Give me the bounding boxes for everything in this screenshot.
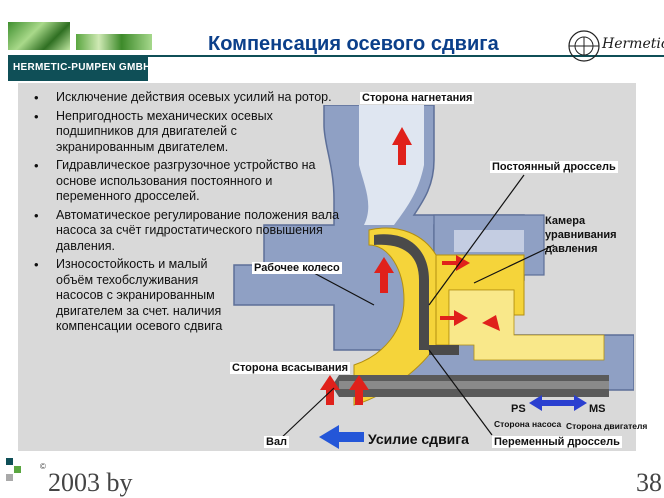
label-constant-throttle: Постоянный дроссель	[490, 161, 618, 173]
cover-inner	[454, 230, 524, 252]
footer-square	[14, 466, 21, 473]
bullet-item: Автоматическое регулирование положения в…	[32, 208, 352, 255]
leader-impeller	[313, 272, 375, 306]
flow-arrow-suction-2	[349, 375, 369, 405]
label-ms: MS	[589, 403, 606, 415]
footer-square	[6, 458, 13, 465]
page-number: 38	[636, 468, 662, 497]
bullet-item: Исключение действия осевых усилий на рот…	[32, 90, 362, 106]
thrust-arrow-icon	[319, 425, 364, 449]
footer-copyright: ©	[40, 462, 46, 471]
flow-arrow-up	[392, 127, 412, 165]
leader-constant-throttle	[428, 174, 525, 306]
impeller-shroud	[374, 234, 429, 350]
page-title: Компенсация осевого сдвига	[208, 33, 499, 55]
leader-pressure-chamber	[473, 244, 555, 284]
label-pump-side: Сторона насоса	[494, 419, 562, 429]
brand-bar	[8, 55, 148, 81]
flow-arrow-gap-2	[440, 310, 468, 326]
header-rule	[148, 55, 664, 57]
ps-ms-arrow	[529, 395, 587, 411]
flow-arrow-impeller	[374, 257, 394, 293]
label-thrust-force: Усилие сдвига	[368, 431, 469, 447]
bullet-item: Износостойкость и малый объём техобслужи…	[32, 257, 232, 335]
fluid-impeller	[353, 227, 437, 406]
leader-shaft	[278, 387, 335, 441]
bullet-item: Непригодность механических осевых подшип…	[32, 109, 302, 156]
flow-arrow-suction-1	[320, 375, 340, 405]
label-motor-side: Сторона двигателя	[566, 421, 648, 431]
shaft-core	[339, 381, 609, 389]
label-suction-side: Сторона всасывания	[230, 362, 351, 374]
label-discharge-side: Сторона нагнетания	[360, 92, 475, 104]
hermetic-logo-icon	[568, 30, 600, 62]
bullet-item: Гидравлическое разгрузочное устройство н…	[32, 158, 322, 205]
label-ps: PS	[511, 403, 526, 415]
header-photo-right	[76, 34, 152, 50]
label-impeller: Рабочее колесо	[252, 262, 342, 274]
flow-arrow-chamber	[482, 315, 500, 331]
label-pressure-chamber: Камера уравнивания давления	[545, 215, 617, 255]
footer-square	[6, 474, 13, 481]
bullet-list: Исключение действия осевых усилий на рот…	[32, 90, 362, 338]
leader-variable-throttle	[428, 349, 493, 436]
brand-name: HERMETIC-PUMPEN GMBH	[13, 62, 151, 73]
footer-year: 2003 by	[48, 468, 133, 497]
logo-script: Hermetic	[602, 36, 664, 52]
rotor-ring	[429, 345, 459, 355]
header-photo-left	[8, 22, 70, 50]
discharge-channel	[359, 105, 424, 225]
label-variable-throttle: Переменный дроссель	[492, 436, 622, 448]
label-shaft: Вал	[264, 436, 290, 448]
pump-cross-section-diagram	[233, 105, 634, 449]
